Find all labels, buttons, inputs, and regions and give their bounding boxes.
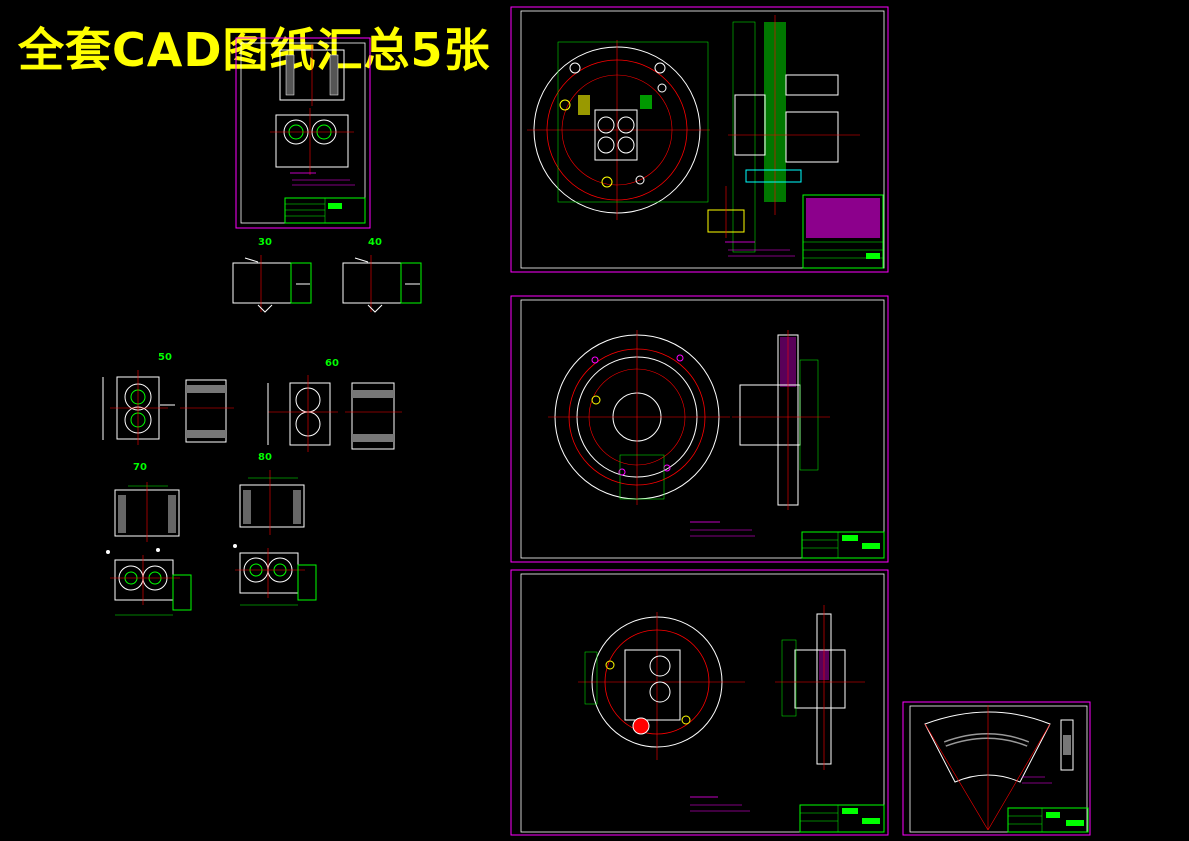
operation-40-label: 40 <box>368 237 382 248</box>
operation-40: 40 <box>342 237 422 313</box>
operation-50-label: 50 <box>158 352 172 363</box>
sheet-flange-part <box>510 295 889 563</box>
sheet-fixture-body <box>510 569 889 836</box>
operation-60-label: 60 <box>325 358 339 369</box>
operation-50: 50 <box>102 352 234 445</box>
operation-30: 30 <box>232 237 312 313</box>
operation-60: 60 <box>267 358 402 452</box>
operation-70-label: 70 <box>133 462 147 473</box>
banner-title: 全套CAD图纸汇总5张 <box>18 23 491 77</box>
operation-80-label: 80 <box>258 452 272 463</box>
sheet-fixture-assembly <box>510 6 889 273</box>
operation-80: 80 <box>233 452 317 606</box>
sheet-sector-plate <box>902 701 1091 836</box>
operation-30-label: 30 <box>258 237 272 248</box>
operation-70: 70 <box>106 462 192 616</box>
process-sheet-top-left <box>235 37 371 229</box>
